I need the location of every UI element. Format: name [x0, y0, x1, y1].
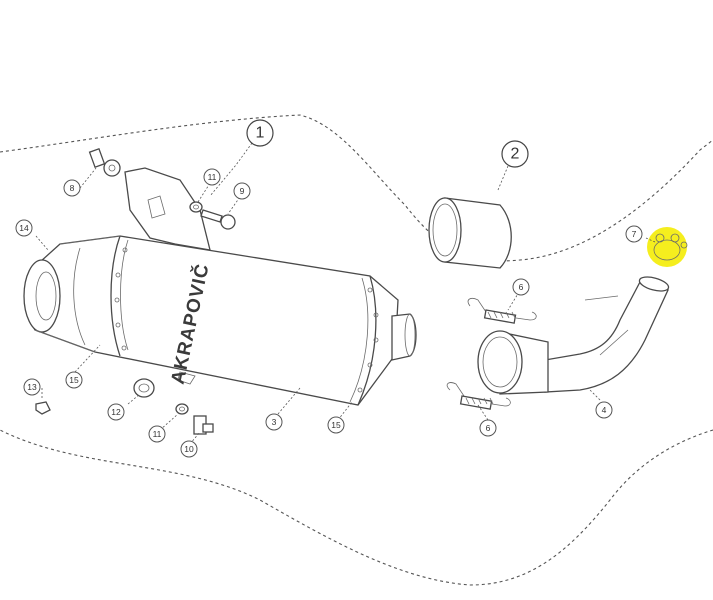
- nut-part-13: [35, 401, 51, 415]
- callout-11-bottom: 11: [148, 425, 166, 443]
- callout-2: 2: [501, 140, 529, 168]
- svg-text:15: 15: [331, 420, 341, 430]
- link-sleeve: [428, 197, 512, 269]
- svg-text:9: 9: [240, 186, 245, 196]
- assembly-boundary: [0, 114, 713, 586]
- callout-4: 4: [595, 401, 613, 419]
- svg-text:11: 11: [153, 429, 162, 439]
- svg-text:1: 1: [256, 125, 265, 142]
- callout-7: 7: [625, 225, 643, 243]
- callout-12: 12: [107, 403, 125, 421]
- bolt-part-8: [88, 147, 121, 177]
- svg-text:10: 10: [184, 444, 194, 454]
- svg-text:8: 8: [70, 183, 75, 193]
- callout-3: 3: [265, 413, 283, 431]
- callout-6-lower: 6: [479, 419, 497, 437]
- clamp-highlight: [647, 227, 687, 267]
- svg-text:12: 12: [111, 407, 121, 417]
- callout-8: 8: [63, 179, 81, 197]
- bolt-part-10: [193, 415, 214, 435]
- washer-part-11-top: [189, 201, 203, 213]
- silencer-body: [23, 167, 417, 406]
- callout-1: 1: [246, 119, 274, 147]
- svg-text:11: 11: [208, 172, 217, 182]
- callout-14: 14: [15, 219, 33, 237]
- svg-text:13: 13: [27, 382, 37, 392]
- clamp-part: [647, 227, 688, 267]
- header-pipe: [477, 276, 670, 395]
- svg-text:6: 6: [486, 423, 491, 433]
- callout-13: 13: [23, 378, 41, 396]
- spring-upper: [467, 298, 537, 324]
- callout-15-left: 15: [65, 371, 83, 389]
- callout-6-upper: 6: [512, 278, 530, 296]
- svg-text:7: 7: [632, 229, 637, 239]
- washer-part-11-bottom: [175, 403, 189, 415]
- spring-lower: [446, 382, 511, 410]
- svg-text:3: 3: [272, 417, 277, 427]
- svg-text:2: 2: [511, 146, 520, 163]
- grommet-part-12: [133, 378, 155, 398]
- callout-9: 9: [233, 182, 251, 200]
- bolt-part-9: [200, 209, 236, 230]
- callout-11-top: 11: [203, 168, 221, 186]
- leader-lines: [35, 142, 656, 445]
- svg-text:14: 14: [19, 223, 29, 233]
- callout-15-right: 15: [327, 416, 345, 434]
- callout-10: 10: [180, 440, 198, 458]
- svg-text:4: 4: [602, 405, 607, 415]
- svg-text:6: 6: [519, 282, 524, 292]
- svg-text:15: 15: [69, 375, 79, 385]
